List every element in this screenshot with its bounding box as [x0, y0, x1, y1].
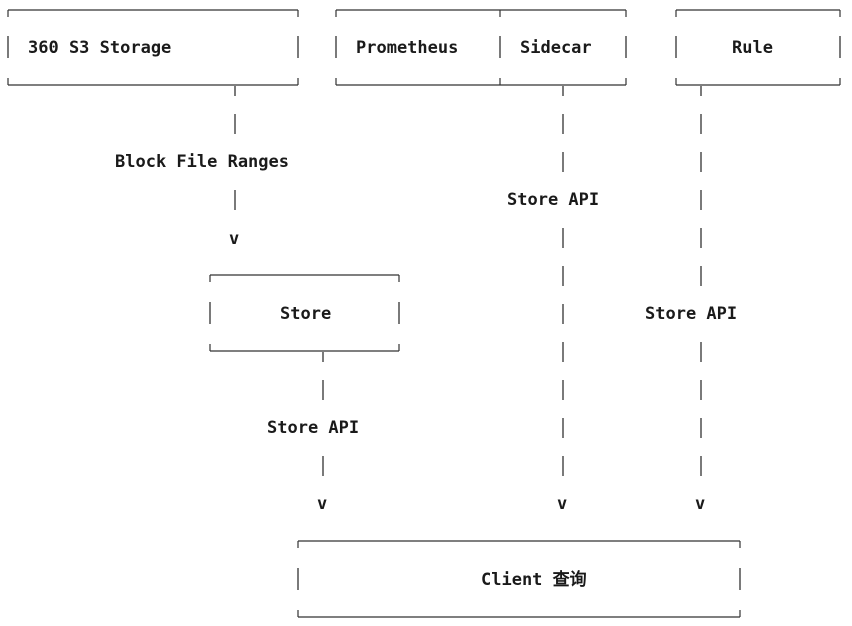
arrowhead-client-from-rule: v	[695, 494, 705, 514]
box-360-s3-storage: 360 S3 Storage	[7, 9, 299, 86]
box-prometheus-sidecar: Prometheus Sidecar	[335, 9, 627, 86]
connector-rule-to-client: Store API v	[645, 86, 737, 514]
box-store: Store	[209, 274, 400, 352]
connector-label-store-api-sidecar: Store API	[507, 190, 599, 210]
connector-label-block-file-ranges: Block File Ranges	[115, 152, 289, 172]
connector-store-to-client: Store API v	[267, 352, 359, 514]
box-label-store: Store	[280, 304, 331, 324]
connector-storage-to-store: Block File Ranges v	[115, 86, 289, 249]
box-label-prometheus: Prometheus	[356, 38, 458, 58]
arrowhead-client-from-store: v	[317, 494, 327, 514]
box-label-sidecar: Sidecar	[520, 38, 592, 58]
box-rule: Rule	[675, 9, 841, 86]
connector-label-store-api-store: Store API	[267, 418, 359, 438]
box-label-client: Client 查询	[481, 569, 587, 590]
box-client: Client 查询	[297, 540, 741, 618]
connector-label-store-api-rule: Store API	[645, 304, 737, 324]
box-label-360-s3-storage: 360 S3 Storage	[28, 38, 171, 58]
connector-sidecar-to-client: Store API v	[507, 86, 599, 514]
arrowhead-store: v	[229, 229, 239, 249]
box-label-rule: Rule	[732, 38, 773, 58]
arrowhead-client-from-sidecar: v	[557, 494, 567, 514]
